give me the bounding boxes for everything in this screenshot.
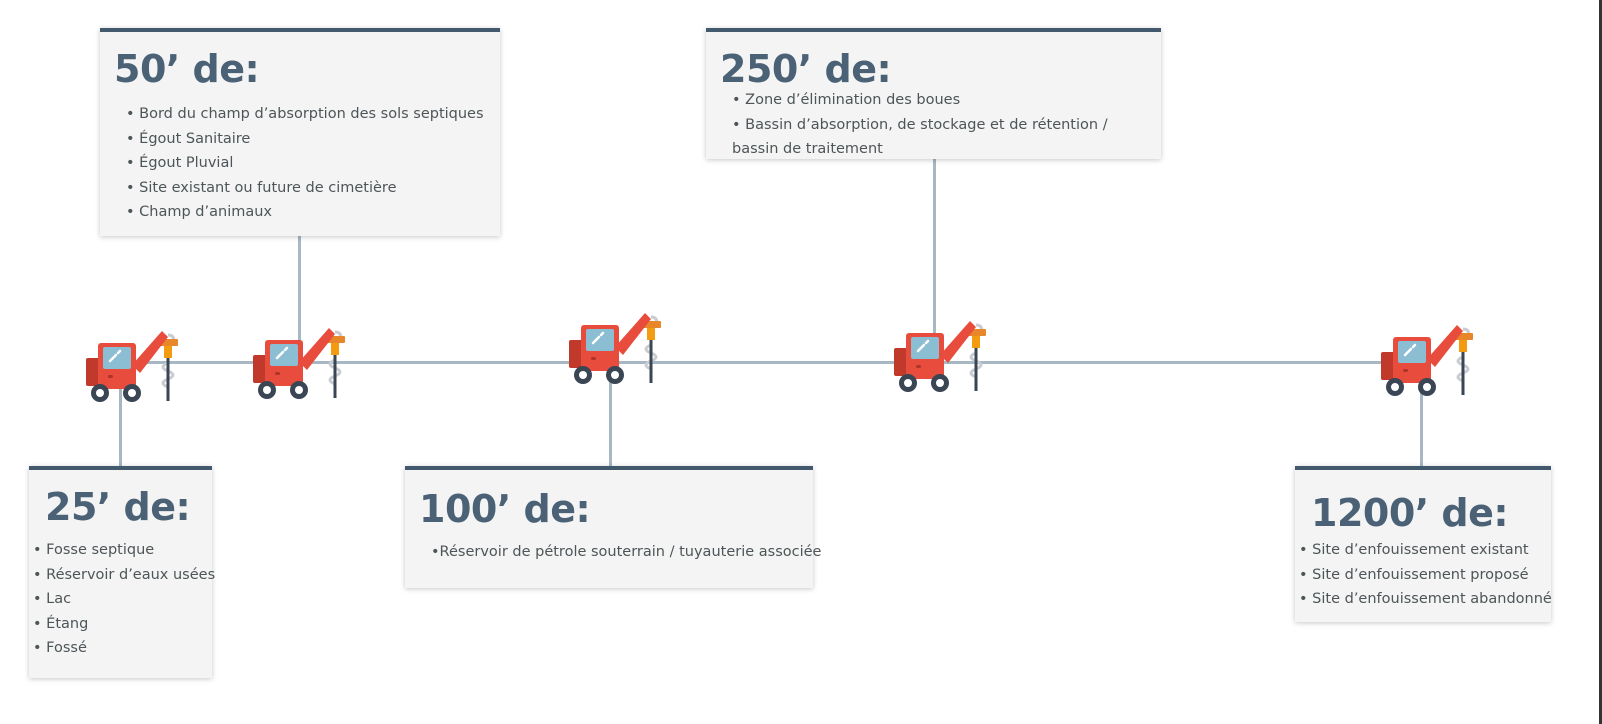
timeline-line [120, 361, 1420, 364]
card-title: 250’ de: [720, 47, 892, 91]
card-100ft: 100’ de: •Réservoir de pétrole souterrai… [405, 466, 822, 588]
list-item: • Site d’enfouissement proposé [1299, 566, 1529, 583]
list-item: • Site d’enfouissement existant [1299, 542, 1529, 558]
list-item: • Fossé [33, 640, 87, 656]
drill-truck-icon [1379, 323, 1475, 397]
card-title: 50’ de: [114, 47, 260, 91]
connector-1200 [1420, 364, 1423, 466]
drill-truck-icon [567, 311, 663, 385]
list-item: • Fosse septique [33, 542, 155, 558]
drill-truck-icon [251, 326, 347, 400]
drill-truck-icon [892, 319, 988, 393]
list-item: •Réservoir de pétrole souterrain / tuyau… [431, 544, 822, 560]
list-item: • Zone d’élimination des boues [732, 92, 961, 108]
item-list: • Bord du champ d’absorption des sols se… [114, 102, 500, 225]
drill-truck-icon [84, 329, 180, 403]
item-list: • Fosse septique • Réservoir d’eaux usée… [33, 538, 216, 661]
list-item: • Égout Pluvial [126, 155, 234, 171]
list-item: • Site d’enfouissement abandonné [1299, 591, 1552, 607]
item-list: • Zone d’élimination des boues • Bassin … [720, 88, 1147, 162]
card-title: 100’ de: [419, 487, 591, 531]
card-50ft: 50’ de: • Bord du champ d’absorption des… [100, 28, 500, 236]
list-item: • Égout Sanitaire [126, 130, 251, 147]
card-title: 25’ de: [45, 485, 191, 529]
list-item: • Étang [33, 615, 89, 632]
right-edge-border [1599, 0, 1602, 724]
list-item: • Bord du champ d’absorption des sols se… [126, 106, 484, 122]
connector-50 [298, 235, 301, 363]
item-list: • Site d’enfouissement existant • Site d… [1299, 538, 1552, 612]
card-1200ft: 1200’ de: • Site d’enfouissement existan… [1295, 466, 1552, 622]
list-item: • Réservoir d’eaux usées [33, 566, 216, 583]
item-list: •Réservoir de pétrole souterrain / tuyau… [419, 540, 822, 565]
connector-25 [119, 364, 122, 466]
list-item: • Bassin d’absorption, de stockage et de… [732, 116, 1108, 158]
list-item: • Site existant ou future de cimetière [126, 179, 397, 196]
list-item: • Champ d’animaux [126, 204, 272, 220]
connector-250 [933, 158, 936, 363]
card-250ft: 250’ de: • Zone d’élimination des boues … [706, 28, 1161, 159]
card-title: 1200’ de: [1311, 491, 1509, 535]
connector-100 [609, 364, 612, 466]
card-25ft: 25’ de: • Fosse septique • Réservoir d’e… [29, 466, 216, 678]
list-item: • Lac [33, 591, 72, 607]
